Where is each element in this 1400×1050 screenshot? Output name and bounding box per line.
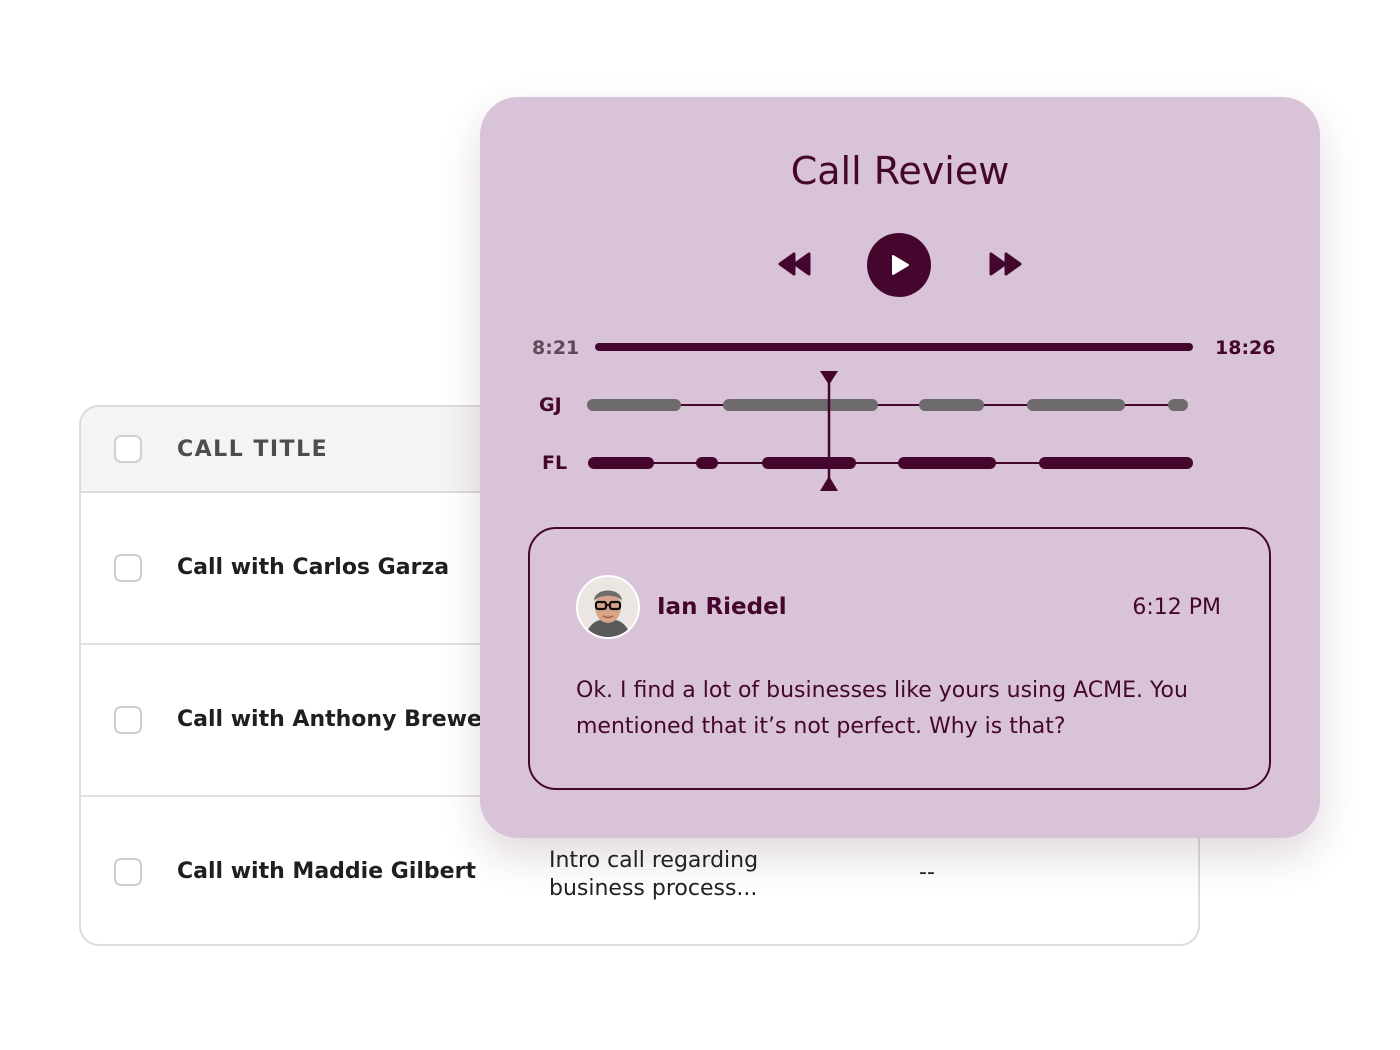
play-button[interactable] bbox=[867, 233, 931, 297]
transcript-message: Ian Riedel 6:12 PM Ok. I find a lot of b… bbox=[528, 527, 1271, 790]
current-time: 8:21 bbox=[532, 337, 580, 359]
message-time: 6:12 PM bbox=[1132, 595, 1221, 620]
review-title: Call Review bbox=[790, 149, 1010, 193]
call-title-column-header[interactable]: CALL TITLE bbox=[177, 437, 329, 462]
call-title[interactable]: Call with Maddie Gilbert bbox=[177, 859, 476, 884]
play-icon bbox=[867, 233, 931, 297]
row-checkbox[interactable] bbox=[114, 554, 142, 582]
total-time: 18:26 bbox=[1215, 337, 1276, 359]
message-text: Ok. I find a lot of businesses like your… bbox=[576, 678, 1188, 739]
playhead-marker-icon[interactable] bbox=[820, 371, 838, 491]
select-all-checkbox[interactable] bbox=[114, 435, 142, 463]
rewind-icon bbox=[778, 252, 811, 276]
speaker-timeline[interactable] bbox=[580, 369, 1200, 499]
rewind-button[interactable] bbox=[778, 252, 812, 276]
speaker-label-fl: FL bbox=[542, 452, 568, 474]
fast-forward-button[interactable] bbox=[988, 252, 1022, 276]
avatar bbox=[576, 575, 640, 639]
speaker-label-gj: GJ bbox=[539, 394, 562, 416]
call-extra-value: -- bbox=[919, 860, 935, 885]
avatar-portrait-icon bbox=[578, 577, 638, 637]
fast-forward-icon bbox=[989, 252, 1022, 276]
speaker-name: Ian Riedel bbox=[657, 594, 787, 620]
table-row[interactable]: Call with Maddie Gilbert Intro call rega… bbox=[81, 797, 1198, 944]
call-title[interactable]: Call with Anthony Brewer bbox=[177, 707, 493, 732]
call-review-panel: Call Review 8:21 18:26 GJ FL bbox=[480, 97, 1320, 838]
row-checkbox[interactable] bbox=[114, 706, 142, 734]
row-checkbox[interactable] bbox=[114, 858, 142, 886]
call-title[interactable]: Call with Carlos Garza bbox=[177, 555, 450, 580]
progress-bar[interactable] bbox=[595, 343, 1193, 351]
call-description: Intro call regarding business process... bbox=[549, 848, 759, 901]
